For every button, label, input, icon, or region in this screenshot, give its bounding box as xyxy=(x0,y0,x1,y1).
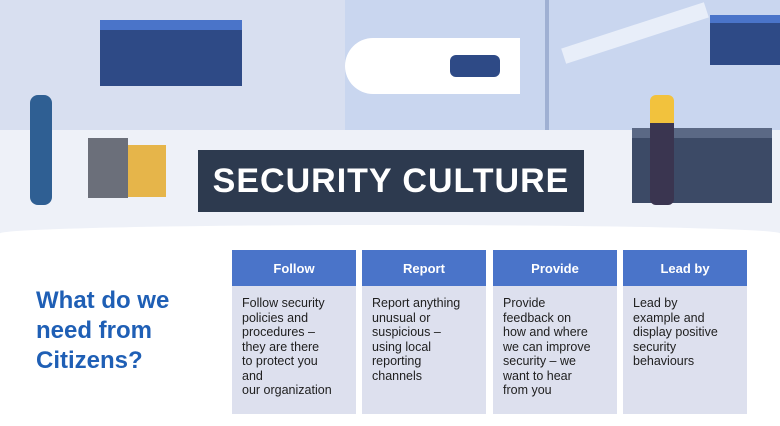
column-header: Follow xyxy=(232,250,356,286)
security-culture-banner: SECURITY CULTURE xyxy=(198,150,584,212)
column-header: Provide xyxy=(493,250,617,286)
cleaning-cart xyxy=(88,138,128,198)
departure-board-right xyxy=(710,15,780,65)
column-body: Lead by example and display positive sec… xyxy=(633,296,718,368)
airport-illustration xyxy=(0,0,780,242)
airplane-cockpit xyxy=(450,55,500,77)
column-header: Report xyxy=(362,250,486,286)
column-body: Report anything unusual or suspicious – … xyxy=(372,296,461,383)
question-heading: What do we need from Citizens? xyxy=(36,287,170,374)
window-frame xyxy=(545,0,549,130)
column-report: Report Report anything unusual or suspic… xyxy=(362,250,486,414)
scene-edge xyxy=(0,225,780,242)
traveller-person xyxy=(650,95,674,205)
departure-board xyxy=(100,20,242,86)
column-body: Provide feedback on how and where we can… xyxy=(503,296,591,397)
column-body: Follow security policies and procedures … xyxy=(242,296,332,397)
column-follow: Follow Follow security policies and proc… xyxy=(232,250,356,414)
column-provide: Provide Provide feedback on how and wher… xyxy=(493,250,617,414)
column-header: Lead by xyxy=(623,250,747,286)
column-lead-by: Lead by Lead by example and display posi… xyxy=(623,250,747,414)
cart-bin xyxy=(128,145,166,197)
cleaner-person xyxy=(30,95,52,205)
